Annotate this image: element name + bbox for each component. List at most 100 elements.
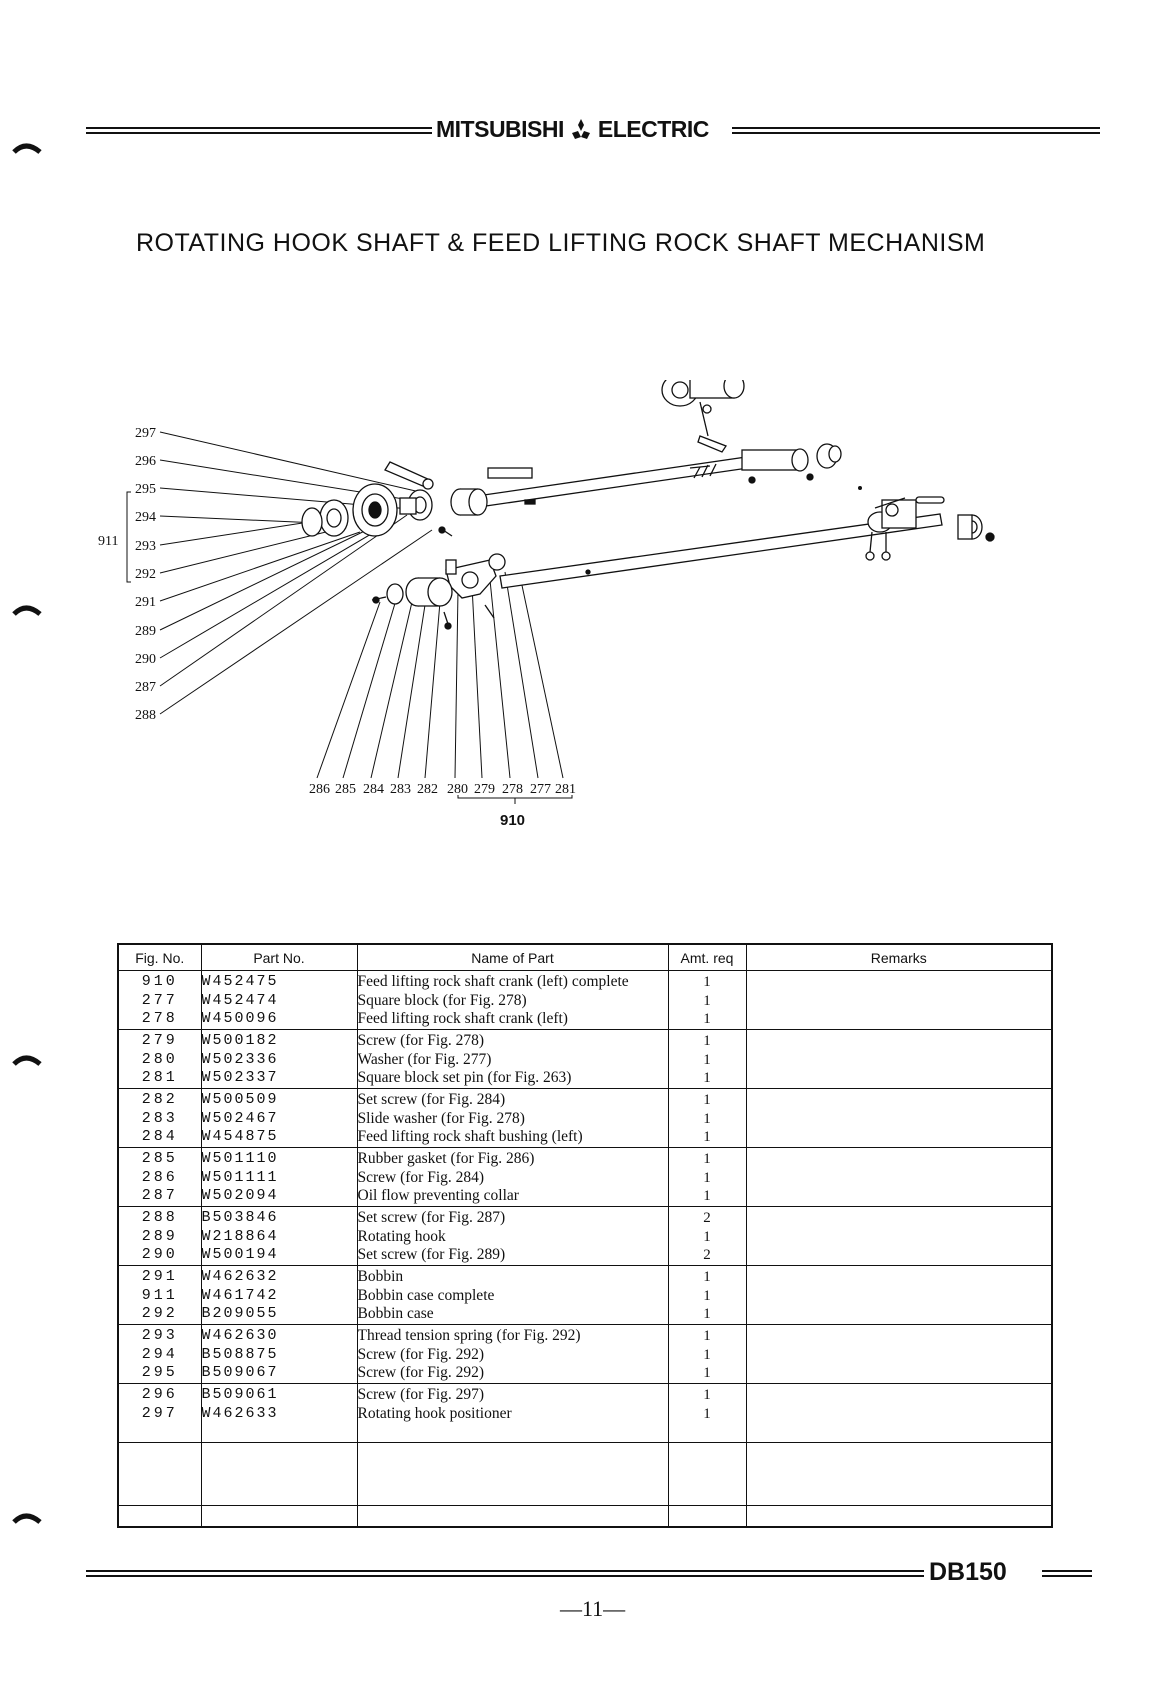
- callout-leader: [159, 529, 433, 715]
- fig-no-cell-line: 294: [141, 1345, 178, 1363]
- model-label: DB150: [929, 1558, 1007, 1586]
- callout-leader: [471, 585, 483, 779]
- fig-no-cell-line: 293: [141, 1327, 178, 1344]
- remarks-cell: [746, 1088, 1051, 1148]
- callout-label: 287: [135, 680, 156, 695]
- part-no-cell-line: W461742: [201, 1286, 279, 1304]
- callout-label: 296: [135, 454, 156, 469]
- fig-no-cell-line: 287: [141, 1187, 178, 1204]
- part-no-cell-line: W501110: [201, 1150, 279, 1167]
- empty-cell: [746, 1442, 1051, 1506]
- callout-label: 290: [135, 652, 156, 667]
- callout-label: 292: [135, 567, 156, 582]
- callout-leader: [370, 601, 413, 779]
- part-no-cell-line: W502467: [201, 1109, 279, 1127]
- group-label-910: 910: [500, 812, 525, 829]
- part-name-cell-line: Square block (for Fig. 278): [357, 991, 527, 1009]
- callout-label: 283: [390, 782, 411, 797]
- feed-lifting-rock-shaft: [499, 496, 995, 589]
- table-row-empty: [119, 1442, 1051, 1506]
- callout-leader: [519, 575, 564, 779]
- part-name-cell-line: Set screw (for Fig. 287): [357, 1209, 506, 1226]
- empty-cell: [668, 1442, 747, 1506]
- parts-table-grid: Fig. No. Part No. Name of Part Amt. req …: [119, 945, 1051, 1528]
- amt-cell-line: 1: [703, 1365, 711, 1381]
- footer-rule-left: [86, 1570, 924, 1577]
- callout-label: 285: [335, 782, 356, 797]
- three-diamonds-icon: [571, 119, 590, 139]
- parts-table: Fig. No. Part No. Name of Part Amt. req …: [117, 943, 1053, 1528]
- part-no-cell-line: W502094: [201, 1187, 279, 1204]
- amt-cell-line: 1: [703, 1306, 711, 1322]
- callout-leader: [397, 604, 426, 779]
- remarks-cell: [746, 1147, 1051, 1207]
- callout-label: 277: [530, 782, 551, 797]
- remarks-cell: [746, 970, 1051, 1030]
- part-no-cell-line: B503846: [201, 1209, 279, 1226]
- header-amt: Amt. req: [668, 945, 747, 971]
- fig-no-cell-line: 295: [141, 1364, 178, 1381]
- fig-no-cell-line: 277: [141, 991, 178, 1009]
- amt-cell-line: 2: [703, 1247, 711, 1263]
- part-name-cell-line: Feed lifting rock shaft bushing (left): [357, 1128, 583, 1145]
- amt-cell-line: 1: [703, 1092, 711, 1108]
- part-name-cell-line: Thread tension spring (for Fig. 292): [357, 1327, 581, 1344]
- part-no-cell-line: W500194: [201, 1246, 279, 1263]
- amt-cell-line: 1: [703, 1051, 711, 1068]
- callout-leader: [159, 519, 396, 659]
- callout-leader: [454, 589, 459, 779]
- callout-label: 281: [555, 782, 576, 797]
- callout-label: 284: [363, 782, 384, 797]
- amt-cell-line: 1: [703, 1110, 711, 1127]
- fig-no-cell-line: 281: [141, 1069, 178, 1086]
- callout-leader: [159, 519, 323, 546]
- part-name-cell-line: Screw (for Fig. 292): [357, 1364, 485, 1381]
- callout-leader: [159, 529, 335, 574]
- part-no-cell-line: W452474: [201, 991, 279, 1009]
- remarks-cell: [746, 1029, 1051, 1089]
- fig-no-cell-line: 282: [141, 1091, 178, 1108]
- fig-no-cell-line: 296: [141, 1386, 178, 1403]
- callout-leader: [316, 601, 381, 779]
- fig-no-cell-line: 280: [141, 1050, 178, 1068]
- part-no-cell-line: W501111: [201, 1168, 279, 1186]
- table-header-row: Fig. No. Part No. Name of Part Amt. req …: [119, 945, 1051, 971]
- part-name-cell: Rubber gasket (for Fig. 286)Screw (for F…: [357, 1147, 669, 1207]
- group-bracket-911: [126, 491, 131, 583]
- callout-label: 291: [135, 595, 156, 610]
- callout-label: 280: [447, 782, 468, 797]
- part-no-cell-line: W452475: [201, 973, 279, 990]
- page-number: —11—: [560, 1596, 626, 1621]
- amt-cell-line: 1: [703, 1169, 711, 1186]
- callout-leader: [159, 525, 376, 631]
- fig-no-cell-line: 283: [141, 1109, 178, 1127]
- fig-no-cell-line: 289: [141, 1227, 178, 1245]
- part-name-cell-line: Slide washer (for Fig. 278): [357, 1109, 525, 1127]
- amt-cell-line: 1: [703, 974, 711, 990]
- amt-cell-line: 1: [703, 1151, 711, 1167]
- header-remarks: Remarks: [746, 945, 1051, 971]
- rotating-hook-shaft: [407, 454, 763, 521]
